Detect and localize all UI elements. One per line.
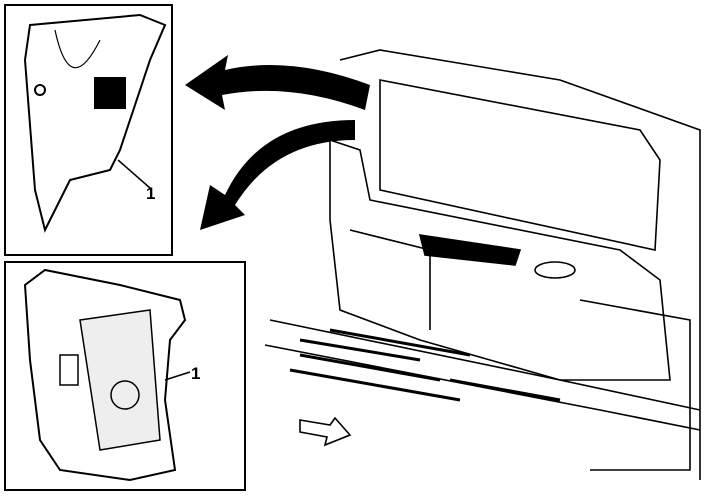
detail-frame-bottom xyxy=(4,261,246,491)
removal-arrows xyxy=(185,55,370,230)
callout-label-top: 1 xyxy=(146,184,156,203)
callout-label-bottom: 1 xyxy=(191,364,201,383)
vehicle-interior xyxy=(264,49,701,480)
detail-frame-top xyxy=(4,4,173,256)
